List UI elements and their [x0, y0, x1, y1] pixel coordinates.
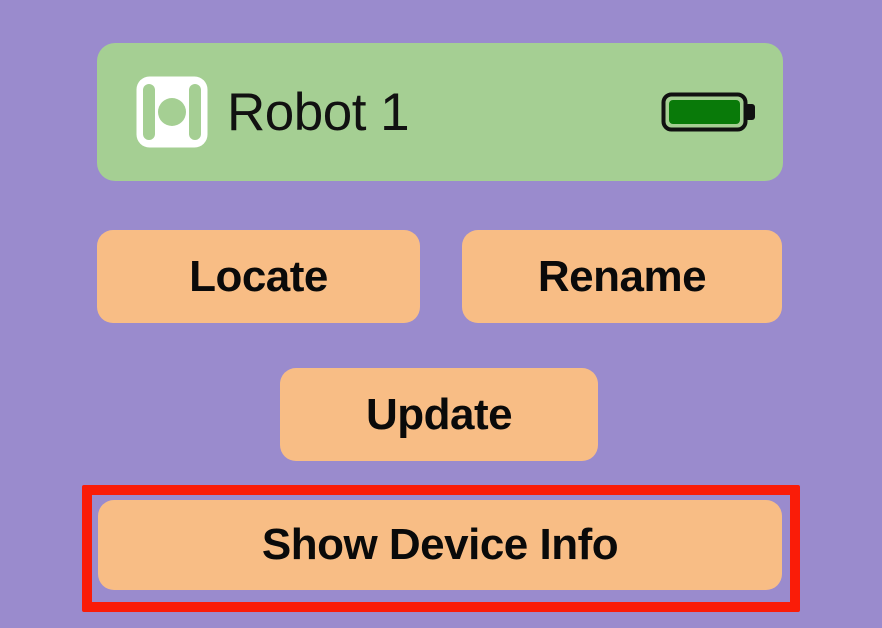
locate-button[interactable]: Locate — [97, 230, 420, 323]
battery-full-icon — [661, 91, 757, 133]
show-device-info-button[interactable]: Show Device Info — [98, 500, 782, 590]
device-name-label: Robot 1 — [227, 82, 410, 142]
robot-icon — [135, 75, 209, 149]
device-card[interactable]: Robot 1 — [97, 43, 783, 181]
rename-button[interactable]: Rename — [462, 230, 782, 323]
update-button[interactable]: Update — [280, 368, 598, 461]
